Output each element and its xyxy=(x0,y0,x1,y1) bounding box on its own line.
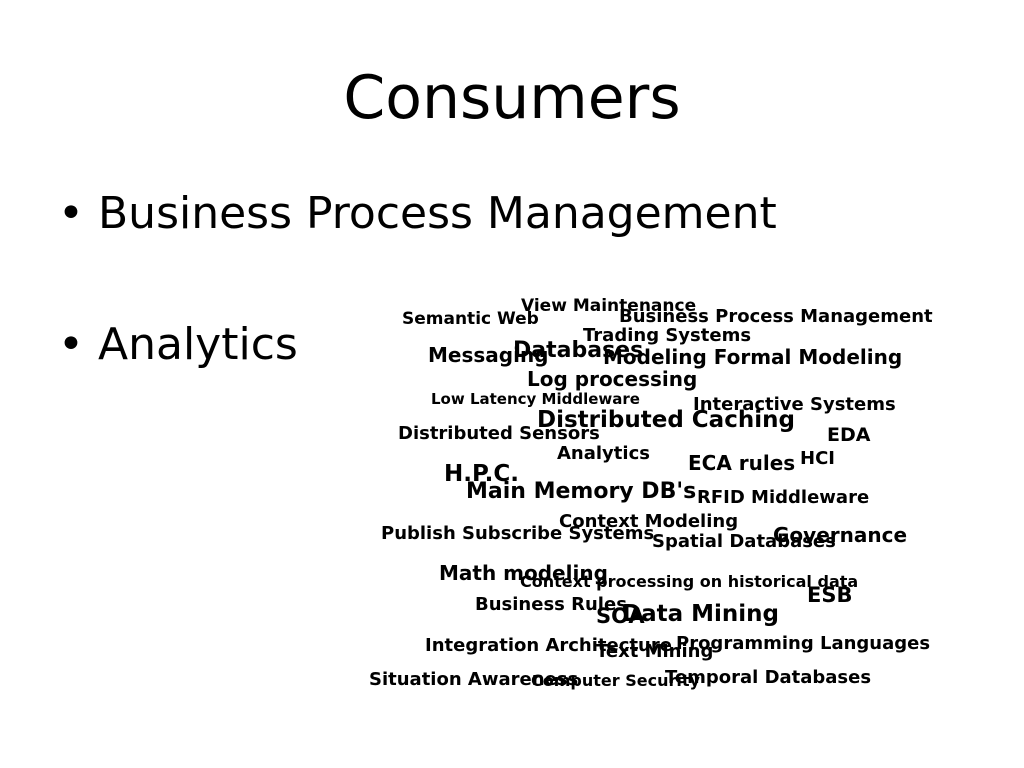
tag-messaging: Messaging xyxy=(428,343,549,367)
tag-programming-languages: Programming Languages xyxy=(676,633,931,654)
tag-hpc: H.P.C. xyxy=(444,461,519,487)
tag-analytics: Analytics xyxy=(557,443,650,464)
tag-main-memory-dbs: Main Memory DB's xyxy=(466,479,697,504)
tag-hci: HCI xyxy=(800,448,835,469)
tag-distributed-sensors: Distributed Sensors xyxy=(398,423,600,444)
tag-text-mining: Text Mining xyxy=(596,641,714,662)
tag-governance: Governance xyxy=(773,523,908,547)
tag-eda: EDA xyxy=(827,424,871,446)
tag-situation-awareness: Situation Awareness xyxy=(369,669,579,690)
tag-publish-subscribe-systems: Publish Subscribe Systems xyxy=(381,523,655,544)
tag-databases: Databases xyxy=(513,338,644,363)
bullet-dot-icon: • xyxy=(58,188,84,239)
tag-context-processing-historical: Context processing on historical data xyxy=(520,572,859,591)
tag-rfid-middleware: RFID Middleware xyxy=(697,487,870,508)
tag-log-processing: Log processing xyxy=(527,367,698,391)
bullet-text: Business Process Management xyxy=(98,188,777,239)
tag-trading-systems: Trading Systems xyxy=(583,325,752,346)
tag-esb: ESB xyxy=(807,583,853,607)
bullet-item-bpm: • Business Process Management xyxy=(58,186,777,242)
bullet-item-analytics: • Analytics xyxy=(58,317,298,373)
tag-soa: SOA xyxy=(596,604,645,628)
tag-semantic-web: Semantic Web xyxy=(402,309,539,329)
tag-math-modeling: Math modeling xyxy=(439,561,608,585)
tag-computer-security: Computer Security xyxy=(531,671,700,690)
tag-temporal-databases: Temporal Databases xyxy=(665,667,872,688)
tag-distributed-caching: Distributed Caching xyxy=(537,407,795,433)
bullet-text: Analytics xyxy=(98,319,298,370)
tag-eca-rules: ECA rules xyxy=(688,451,796,475)
tag-data-mining: Data Mining xyxy=(622,601,780,627)
bullet-dot-icon: • xyxy=(58,319,84,370)
tag-integration-architecture: Integration Architecture xyxy=(425,635,672,656)
tag-low-latency-middleware: Low Latency Middleware xyxy=(431,390,640,408)
tag-interactive-systems: Interactive Systems xyxy=(693,394,896,415)
tag-view-maintenance: View Maintenance xyxy=(521,296,697,316)
tag-spatial-databases: Spatial Databases xyxy=(652,531,836,552)
tag-business-rules: Business Rules xyxy=(475,594,627,615)
tag-modeling-formal-modeling: Modeling Formal Modeling xyxy=(603,345,903,369)
tag-business-process-management: Business Process Management xyxy=(619,306,933,327)
tag-context-modeling: Context Modeling xyxy=(559,511,739,532)
slide-title: Consumers xyxy=(343,63,681,133)
